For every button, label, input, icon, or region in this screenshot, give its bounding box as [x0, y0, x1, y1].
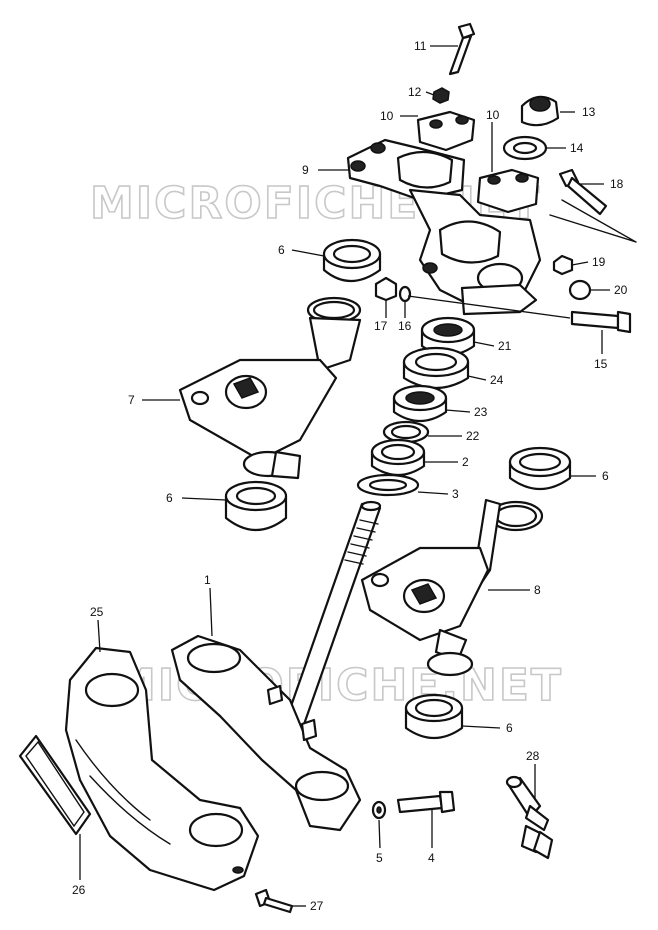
callout-3: 3: [452, 487, 459, 501]
part-15-bolt: [570, 310, 632, 334]
callout-21: 21: [498, 339, 512, 353]
part-2-bearing: [370, 438, 426, 477]
upper-clamp-body: [408, 188, 542, 316]
callout-18: 18: [610, 177, 624, 191]
callout-20: 20: [614, 283, 628, 297]
callout-26: 26: [72, 883, 86, 897]
part-17-nut: [374, 276, 398, 302]
callout-1: 1: [204, 573, 211, 587]
callout-6-upper-left: 6: [278, 243, 285, 257]
callout-25: 25: [90, 605, 104, 619]
callout-28: 28: [526, 749, 540, 763]
part-1-steering-stem: [170, 500, 382, 832]
callout-23: 23: [474, 405, 488, 419]
part-8-fork-bracket-right: [360, 498, 544, 677]
callout-4: 4: [428, 851, 435, 865]
callout-22: 22: [466, 429, 480, 443]
callout-6-left: 6: [166, 491, 173, 505]
part-10-handlebar-holder-left: [416, 110, 476, 152]
callout-9: 9: [302, 163, 309, 177]
part-19-nut: [552, 254, 574, 276]
part-23-bearing-race: [392, 384, 448, 423]
callout-7: 7: [128, 393, 135, 407]
callout-24: 24: [490, 373, 504, 387]
part-12-nut: [432, 87, 450, 104]
callout-6-right-upper: 6: [602, 469, 609, 483]
part-6-seal-right-upper: [508, 446, 572, 490]
part-22-seal: [382, 420, 430, 444]
part-11-bolt: [448, 22, 476, 76]
part-6-seal-upper-left: [322, 238, 382, 282]
part-9-upper-bracket: [346, 138, 466, 202]
part-27-screw: [254, 888, 294, 914]
part-6-seal-left: [224, 480, 288, 531]
callout-11: 11: [414, 39, 427, 53]
callout-14: 14: [570, 141, 584, 155]
part-24-washer: [402, 346, 470, 389]
callout-labels: 11 12 13 10 10 14 9 18 6 19 20 17 16 15 …: [72, 39, 628, 913]
callout-27: 27: [310, 899, 324, 913]
part-20-cap: [568, 279, 592, 301]
part-26-plate: [18, 734, 92, 836]
part-16-washer: [398, 285, 412, 303]
leader-lines: [79, 45, 610, 907]
callout-10-right: 10: [486, 108, 500, 122]
callout-15: 15: [594, 357, 608, 371]
part-10-handlebar-holder-right: [476, 168, 540, 214]
part-4-bolt: [396, 790, 456, 814]
callout-16: 16: [398, 319, 412, 333]
part-6-seal-right-lower: [404, 693, 464, 739]
callout-6-right-lower: 6: [506, 721, 513, 735]
part-7-fork-bracket-left: [178, 296, 362, 480]
callout-5: 5: [376, 851, 383, 865]
part-28-steering-lock: [505, 775, 554, 860]
part-18-bolt: [558, 168, 608, 216]
callout-12: 12: [408, 85, 422, 99]
part-5-washer: [371, 800, 387, 820]
part-25-stem-cover: [64, 646, 260, 892]
callout-2: 2: [462, 455, 469, 469]
callout-19: 19: [592, 255, 606, 269]
callout-13: 13: [582, 105, 596, 119]
callout-10-left: 10: [380, 109, 394, 123]
callout-8: 8: [534, 583, 541, 597]
part-3-dust-seal: [356, 473, 420, 497]
part-13-cap-nut: [520, 95, 560, 127]
part-14-washer: [502, 135, 548, 161]
callout-17: 17: [374, 319, 388, 333]
